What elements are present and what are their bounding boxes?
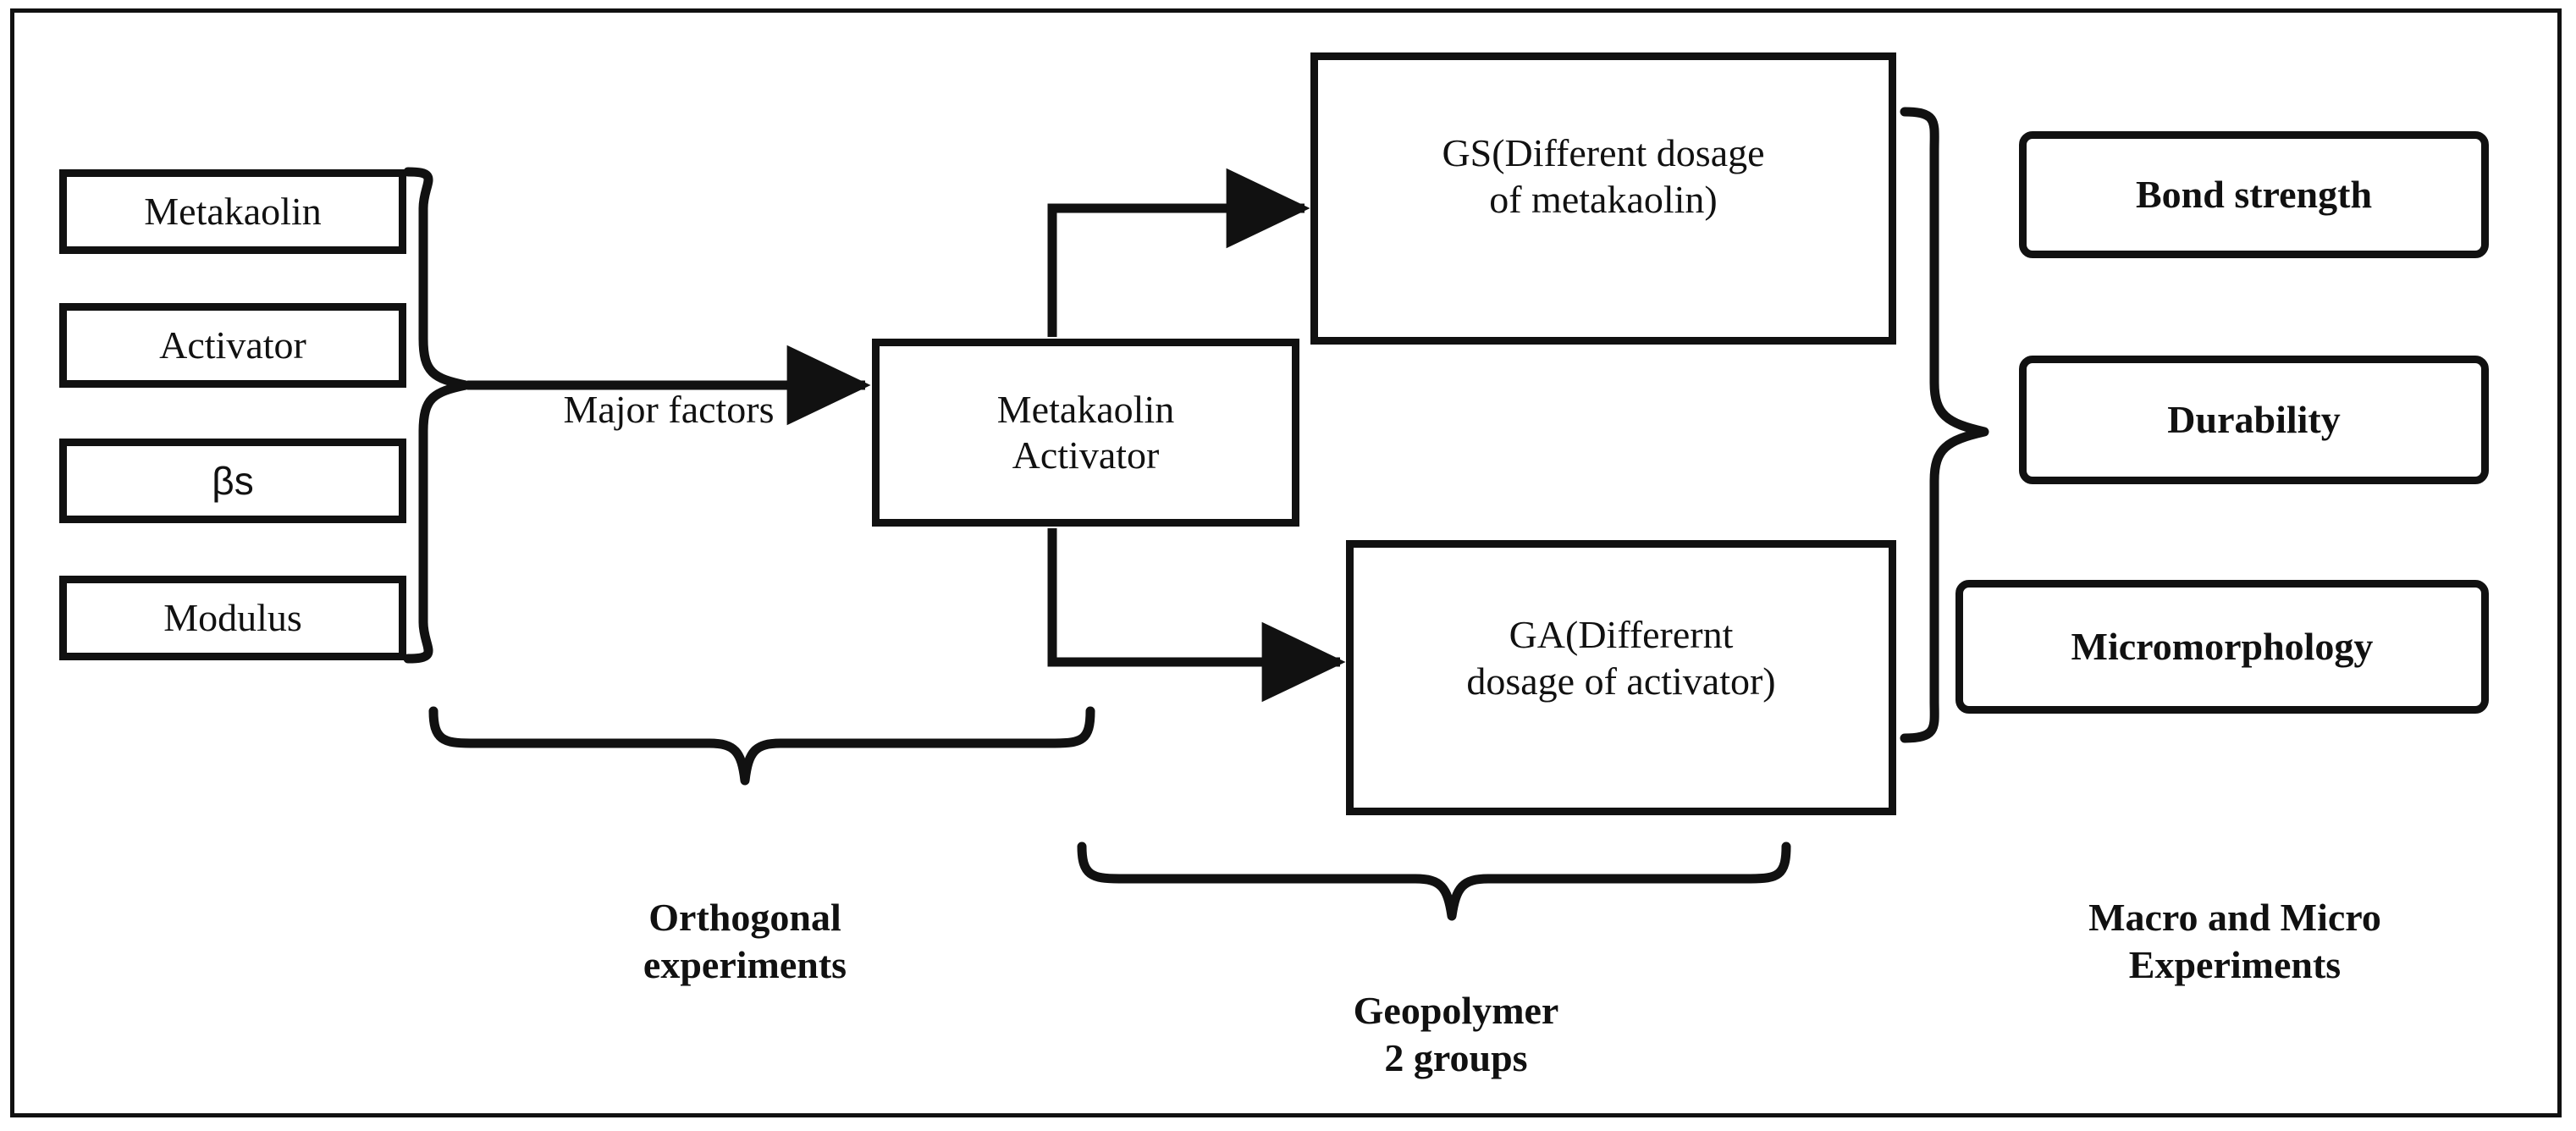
geopolymer-caption: Geopolymer 2 groups — [1353, 989, 1559, 1080]
input-box-activator-label: Activator — [159, 323, 306, 367]
input-box-modulus[interactable]: Modulus — [59, 576, 406, 660]
macro-micro-experiments-caption: Macro and Micro Experiments — [2088, 896, 2381, 987]
group-box-gs-line-1: GS(Different dosage — [1442, 131, 1765, 175]
input-box-modulus-label: Modulus — [163, 595, 302, 639]
process-box-line-2: Activator — [1012, 433, 1160, 477]
group-box-ga-line-1: GA(Differernt — [1509, 613, 1734, 657]
outcome-box-bond-strength[interactable]: Bond strength — [2019, 131, 2489, 258]
outcome-box-durability-label: Durability — [2167, 397, 2341, 441]
input-box-metakaolin[interactable]: Metakaolin — [59, 169, 406, 254]
group-box-gs-line-2: of metakaolin) — [1489, 177, 1718, 221]
group-box-gs[interactable]: GS(Different dosage of metakaolin) — [1310, 52, 1896, 345]
input-box-activator[interactable]: Activator — [59, 303, 406, 388]
group-box-ga-line-2: dosage of activator) — [1466, 659, 1776, 703]
group-box-ga[interactable]: GA(Differernt dosage of activator) — [1346, 540, 1896, 815]
outcome-box-micromorphology[interactable]: Micromorphology — [1955, 580, 2489, 714]
outcome-box-bond-strength-label: Bond strength — [2135, 172, 2373, 216]
orthogonal-experiments-caption: Orthogonal experiments — [643, 896, 847, 987]
outcome-box-durability[interactable]: Durability — [2019, 356, 2489, 484]
input-box-beta-s-label: βs — [212, 458, 254, 503]
outcome-box-micromorphology-label: Micromorphology — [2071, 624, 2374, 668]
input-box-beta-s[interactable]: βs — [59, 439, 406, 523]
process-box-line-1: Metakaolin — [996, 387, 1175, 431]
input-box-metakaolin-label: Metakaolin — [144, 189, 322, 233]
major-factors-label: Major factors — [563, 388, 775, 432]
process-box-metakaolin-activator[interactable]: Metakaolin Activator — [872, 339, 1299, 527]
